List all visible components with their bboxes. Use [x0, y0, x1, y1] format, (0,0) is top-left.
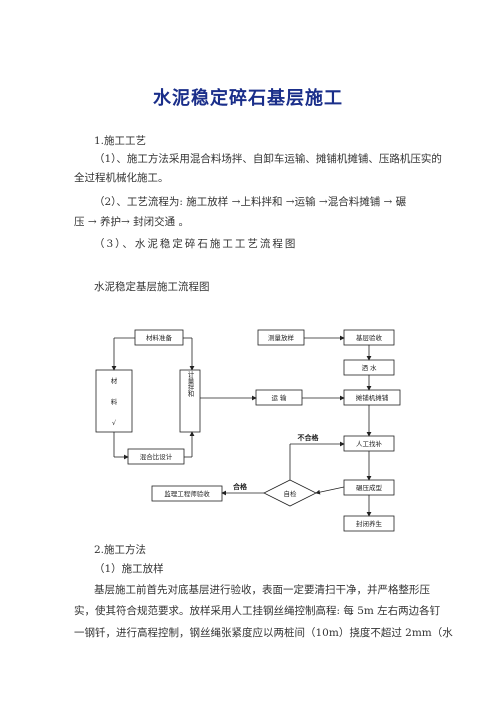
box-survey: [257, 329, 305, 346]
doc-title: 水泥稳定碎石基层施工: [153, 88, 343, 109]
box-material-prep: [134, 329, 184, 346]
para-1-line-2: 全过程机械化施工。: [74, 172, 169, 184]
label-curing: 封闭养生: [356, 519, 383, 528]
section-2-heading: 2.施工方法: [94, 544, 147, 556]
label-material: 材: [111, 376, 118, 385]
label-next-process: 监理工程师验收: [164, 489, 210, 498]
label-material-prep: 材料准备: [146, 333, 173, 342]
para-3: （3）、水泥稳定碎石施工工艺流程图: [94, 238, 298, 250]
para-4-line-2: 实，使其符合规范要求。放样采用人工挂钢丝绳控制高程: 每 5m 左右两边各钉: [74, 605, 441, 617]
label-measure: 计量拌和: [186, 370, 194, 399]
label-material-2: 料: [111, 397, 118, 406]
label-not-pass: 不合格: [298, 433, 320, 442]
label-rolling: 碾压成型: [356, 483, 383, 492]
para-4-line-3: 一钢钎，进行高程控制，钢丝绳张紧度应以两桩间（10m）挠度不超过 2mm（水: [74, 627, 453, 639]
label-leveling: 人工找补: [356, 439, 383, 448]
diamond-check: [263, 479, 317, 507]
para-1-line-1: （1）、施工方法采用混合料场拌、自卸车运输、摊铺机摊铺、压路机压实的: [94, 153, 442, 165]
label-water: 洒 水: [361, 363, 377, 372]
label-pass: 合格: [232, 482, 248, 491]
label-transport: 运 输: [271, 393, 287, 402]
para-4-line-1: 基层施工前首先对底基层进行验收，表面一定要清扫干净，并严格整形压: [94, 584, 430, 596]
label-paving: 摊铺机摊铺: [356, 393, 389, 402]
section-2-sub: （1）施工放样: [94, 563, 164, 575]
flowchart-title: 水泥稳定基层施工流程图: [94, 281, 210, 293]
section-1-heading: 1.施工工艺: [94, 135, 147, 147]
para-2-line-1: （2）、工艺流程为: 施工放样 →上料拌和 →运输 →混合料摊铺 → 碾: [94, 196, 407, 208]
label-material-3: √: [112, 419, 117, 427]
label-survey: 测量放样: [268, 333, 295, 342]
label-check: 自检: [284, 489, 298, 498]
para-2-line-2: 压 → 养护→ 封闭交通 。: [74, 216, 189, 228]
label-mix-design: 混合比设计: [140, 452, 173, 461]
label-lower-check: 基层验收: [356, 333, 383, 342]
box-paving: [343, 389, 401, 406]
